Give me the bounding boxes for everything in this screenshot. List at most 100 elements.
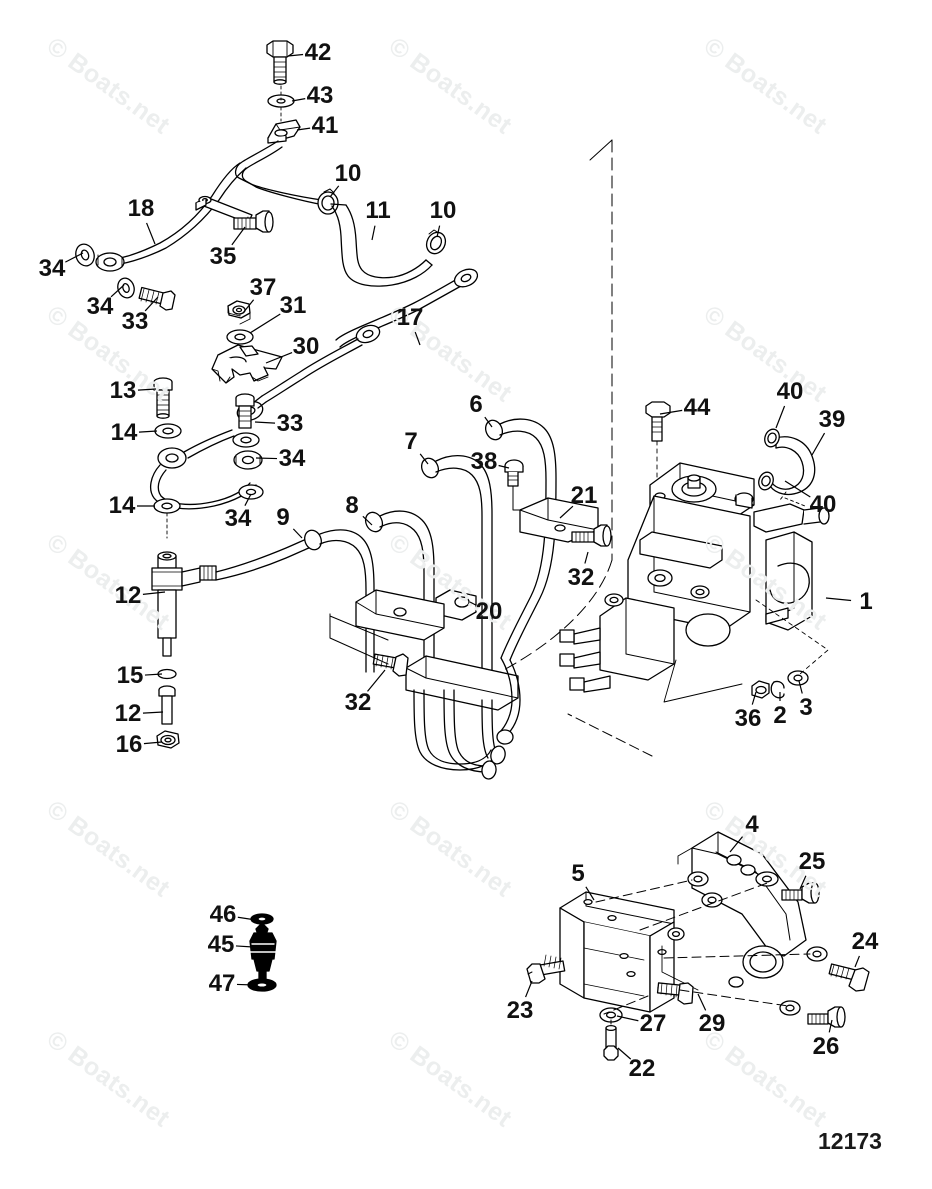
callout-number-30[interactable]: 30 bbox=[292, 333, 320, 360]
leader-line-25 bbox=[799, 875, 807, 890]
callout-number-42[interactable]: 42 bbox=[304, 39, 332, 66]
part-38-banjo-bolt bbox=[504, 459, 598, 511]
leader-line-46 bbox=[237, 916, 257, 921]
callout-number-47[interactable]: 47 bbox=[208, 970, 236, 997]
callout-number-21[interactable]: 21 bbox=[570, 482, 598, 509]
callout-number-10[interactable]: 10 bbox=[334, 160, 362, 187]
callout-number-26[interactable]: 26 bbox=[812, 1033, 840, 1060]
leader-line-44 bbox=[659, 409, 683, 415]
callout-number-34[interactable]: 34 bbox=[278, 445, 306, 472]
leader-line-36 bbox=[751, 691, 757, 705]
callout-number-24[interactable]: 24 bbox=[851, 928, 879, 955]
part-7-hose bbox=[420, 455, 493, 701]
callout-number-37[interactable]: 37 bbox=[249, 274, 277, 301]
callout-number-33[interactable]: 33 bbox=[121, 308, 149, 335]
leader-line-22 bbox=[617, 1047, 632, 1060]
leader-line-10 bbox=[329, 185, 340, 198]
callout-number-4[interactable]: 4 bbox=[745, 811, 759, 838]
part-16-nut bbox=[156, 730, 180, 749]
callout-number-5[interactable]: 5 bbox=[571, 860, 585, 887]
callout-number-11[interactable]: 11 bbox=[365, 197, 391, 224]
callout-number-1[interactable]: 1 bbox=[859, 588, 873, 615]
leader-line-35 bbox=[231, 226, 246, 246]
leader-line-3 bbox=[798, 680, 803, 694]
callout-number-45[interactable]: 45 bbox=[207, 931, 235, 958]
callout-number-36[interactable]: 36 bbox=[734, 705, 762, 732]
callout-number-32[interactable]: 32 bbox=[344, 689, 372, 716]
callout-number-41[interactable]: 41 bbox=[311, 112, 339, 139]
leader-line-1 bbox=[825, 597, 852, 602]
callout-number-46[interactable]: 46 bbox=[209, 901, 237, 928]
callout-number-14[interactable]: 14 bbox=[110, 419, 138, 446]
callout-number-13[interactable]: 13 bbox=[109, 377, 137, 404]
callout-number-34[interactable]: 34 bbox=[86, 293, 114, 320]
callout-number-40[interactable]: 40 bbox=[776, 378, 804, 405]
part-6-hose bbox=[484, 418, 557, 661]
callout-number-43[interactable]: 43 bbox=[306, 82, 334, 109]
part-29-bolt bbox=[656, 982, 694, 1005]
callout-number-44[interactable]: 44 bbox=[683, 394, 711, 421]
callout-number-8[interactable]: 8 bbox=[345, 492, 359, 519]
part-4-bracket bbox=[661, 831, 807, 991]
callout-number-38[interactable]: 38 bbox=[470, 448, 498, 475]
part-11-hose bbox=[330, 203, 433, 287]
part-26-bolt bbox=[807, 1006, 846, 1028]
part-32-bolt-b bbox=[372, 653, 409, 677]
part-33-bolt-a bbox=[138, 286, 176, 311]
callout-number-29[interactable]: 29 bbox=[698, 1010, 726, 1037]
leader-line-12 bbox=[142, 711, 164, 714]
leader-line-42 bbox=[287, 53, 304, 57]
part-33-bolt-b bbox=[235, 393, 255, 429]
leader-line-17 bbox=[414, 331, 421, 346]
callout-number-18[interactable]: 18 bbox=[127, 195, 155, 222]
callout-number-3[interactable]: 3 bbox=[799, 694, 813, 721]
callout-number-7[interactable]: 7 bbox=[404, 428, 418, 455]
callout-number-31[interactable]: 31 bbox=[279, 292, 307, 319]
leader-line-20 bbox=[469, 601, 477, 606]
callout-number-16[interactable]: 16 bbox=[115, 731, 143, 758]
callout-number-9[interactable]: 9 bbox=[276, 504, 290, 531]
callout-number-20[interactable]: 20 bbox=[475, 598, 503, 625]
callout-number-33[interactable]: 33 bbox=[276, 410, 304, 437]
part-1-injection-pump bbox=[559, 462, 830, 693]
leader-line-21 bbox=[559, 505, 574, 519]
callout-number-14[interactable]: 14 bbox=[108, 492, 136, 519]
part-9-hose bbox=[215, 529, 375, 673]
callout-number-2[interactable]: 2 bbox=[773, 702, 787, 729]
fuel-rail-block-upper bbox=[355, 589, 445, 641]
leader-line-37 bbox=[242, 299, 255, 314]
callout-number-35[interactable]: 35 bbox=[209, 243, 237, 270]
leader-line-31 bbox=[249, 313, 281, 334]
callout-number-22[interactable]: 22 bbox=[628, 1055, 656, 1082]
callout-number-34[interactable]: 34 bbox=[38, 255, 66, 282]
leader-line-41 bbox=[296, 127, 311, 131]
callout-number-12[interactable]: 12 bbox=[114, 582, 142, 609]
injector-lines-bundle bbox=[413, 657, 521, 780]
callout-number-23[interactable]: 23 bbox=[506, 997, 534, 1024]
callout-number-27[interactable]: 27 bbox=[639, 1010, 667, 1037]
part-12-injector bbox=[151, 512, 217, 657]
callout-number-12[interactable]: 12 bbox=[114, 700, 142, 727]
leader-line-30 bbox=[265, 352, 293, 364]
callout-number-32[interactable]: 32 bbox=[567, 564, 595, 591]
part-13-bolt bbox=[153, 377, 173, 419]
callout-number-40[interactable]: 40 bbox=[809, 491, 837, 518]
callout-number-25[interactable]: 25 bbox=[798, 848, 826, 875]
callout-number-17[interactable]: 17 bbox=[396, 304, 424, 331]
callout-number-6[interactable]: 6 bbox=[469, 391, 483, 418]
part-2-lockwasher bbox=[770, 680, 785, 699]
part-21-bracket bbox=[519, 497, 599, 543]
callout-number-34[interactable]: 34 bbox=[224, 505, 252, 532]
part-3-washer bbox=[787, 670, 809, 686]
leader-line-33 bbox=[254, 421, 276, 424]
callout-number-39[interactable]: 39 bbox=[818, 406, 846, 433]
callout-number-10[interactable]: 10 bbox=[429, 197, 457, 224]
part-40-clamp-b bbox=[758, 471, 774, 491]
leader-line-8 bbox=[362, 515, 373, 526]
callout-number-15[interactable]: 15 bbox=[116, 662, 144, 689]
part-40-clamp-a bbox=[764, 428, 780, 448]
